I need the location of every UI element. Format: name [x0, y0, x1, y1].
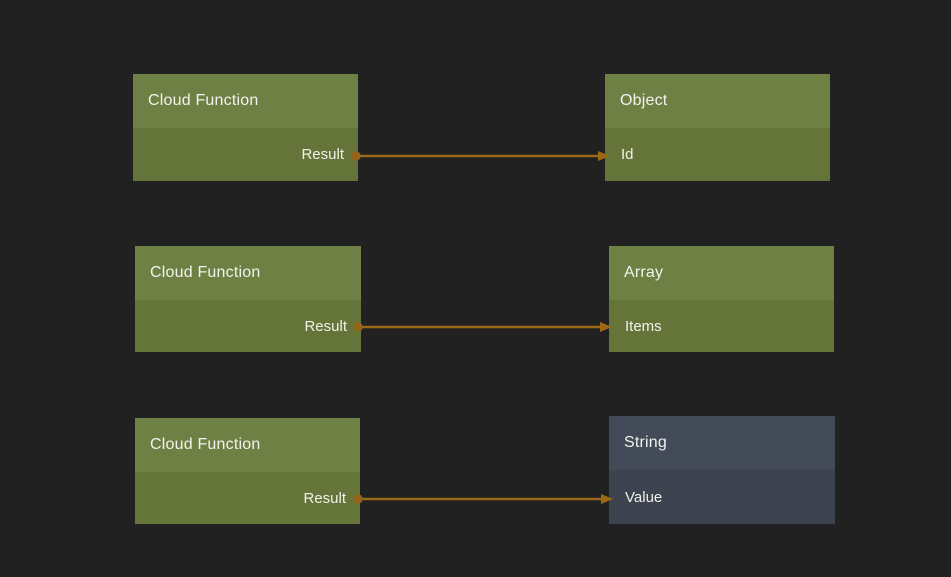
output-port-dot[interactable]: [353, 322, 363, 332]
node-title: Cloud Function: [150, 436, 261, 453]
input-port-label: Value: [625, 488, 663, 506]
output-port-row[interactable]: Result: [135, 300, 361, 352]
node-object[interactable]: Object Id: [605, 74, 830, 181]
node-cloud-function-3[interactable]: Cloud Function Result: [135, 418, 360, 524]
node-title: Cloud Function: [150, 264, 261, 281]
node-header: Object: [605, 74, 830, 128]
input-port-row[interactable]: Items: [609, 300, 834, 352]
node-title: Cloud Function: [148, 92, 259, 109]
output-port-row[interactable]: Result: [135, 472, 360, 524]
node-title: String: [624, 434, 667, 451]
node-cloud-function-2[interactable]: Cloud Function Result: [135, 246, 361, 352]
output-port-label: Result: [301, 146, 344, 163]
connection-result-to-value[interactable]: [353, 494, 613, 504]
node-header: String: [609, 416, 835, 470]
node-header: Cloud Function: [135, 418, 360, 472]
node-string[interactable]: String Value: [609, 416, 835, 524]
output-port-label: Result: [303, 489, 346, 507]
output-port-label: Result: [304, 317, 347, 335]
node-header: Cloud Function: [135, 246, 361, 300]
input-port-label: Id: [621, 146, 634, 163]
node-header: Array: [609, 246, 834, 300]
output-port-row[interactable]: Result: [133, 128, 358, 181]
node-array[interactable]: Array Items: [609, 246, 834, 352]
node-header: Cloud Function: [133, 74, 358, 128]
input-port-row[interactable]: Id: [605, 128, 830, 181]
node-title: Object: [620, 92, 668, 109]
input-port-row[interactable]: Value: [609, 470, 835, 524]
connection-result-to-id[interactable]: [351, 151, 610, 161]
connection-result-to-items[interactable]: [353, 322, 612, 332]
node-cloud-function-1[interactable]: Cloud Function Result: [133, 74, 358, 181]
input-port-label: Items: [625, 317, 662, 335]
output-port-dot[interactable]: [351, 151, 361, 161]
node-title: Array: [624, 264, 664, 281]
output-port-dot[interactable]: [353, 494, 363, 504]
